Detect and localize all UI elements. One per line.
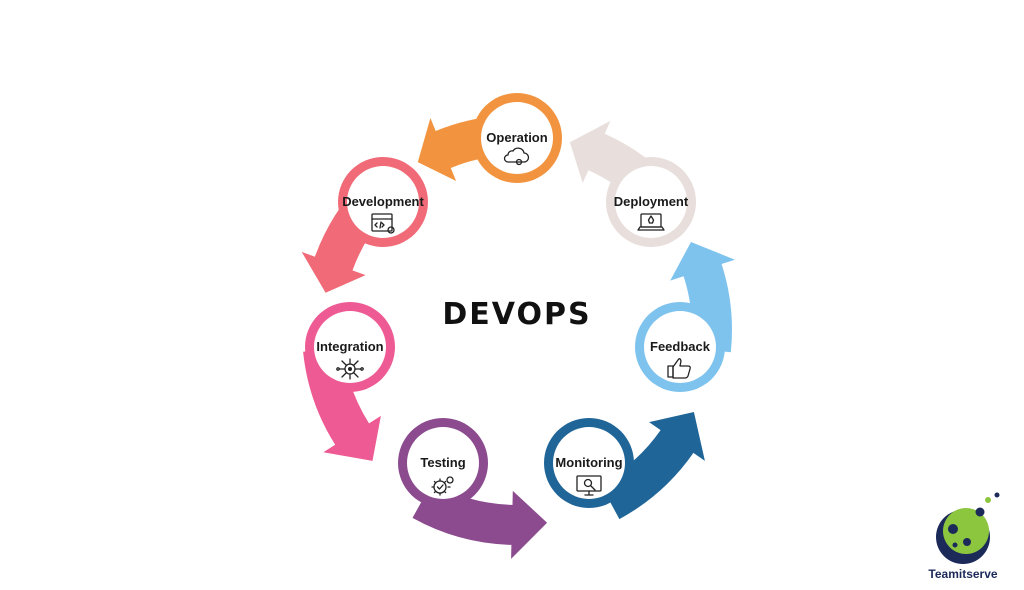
cycle-stages: Operation Deployment Feedback bbox=[305, 93, 725, 508]
cycle-arrow-monitoring bbox=[600, 412, 705, 520]
stage-deployment: Deployment bbox=[606, 157, 696, 247]
stage-feedback: Feedback bbox=[635, 302, 725, 392]
stage-label: Feedback bbox=[650, 339, 711, 354]
laptop-rocket-icon bbox=[637, 213, 665, 231]
stage-integration: Integration bbox=[305, 302, 395, 392]
stage-monitoring: Monitoring bbox=[544, 418, 634, 508]
stage-label: Monitoring bbox=[555, 455, 622, 470]
gear-check-icon bbox=[431, 476, 454, 496]
brand-name: Teamitserve bbox=[928, 567, 997, 581]
stage-label: Development bbox=[342, 194, 424, 209]
monitor-search-icon bbox=[576, 475, 602, 496]
stage-label: Integration bbox=[316, 339, 383, 354]
stage-development: Development bbox=[338, 157, 428, 247]
stage-operation: Operation bbox=[472, 93, 562, 183]
cloud-gear-icon bbox=[503, 147, 530, 166]
code-browser-icon bbox=[371, 213, 395, 234]
stage-label: Testing bbox=[420, 455, 465, 470]
thumbs-up-icon bbox=[667, 358, 691, 379]
stage-testing: Testing bbox=[398, 418, 488, 508]
diagram-title: DEVOPS bbox=[442, 297, 591, 332]
circuit-chip-icon bbox=[336, 358, 364, 380]
teamitserve-logo-icon bbox=[936, 492, 1000, 564]
brand-logo: Teamitserve bbox=[928, 492, 1000, 581]
stage-label: Deployment bbox=[614, 194, 689, 209]
stage-label: Operation bbox=[486, 130, 547, 145]
